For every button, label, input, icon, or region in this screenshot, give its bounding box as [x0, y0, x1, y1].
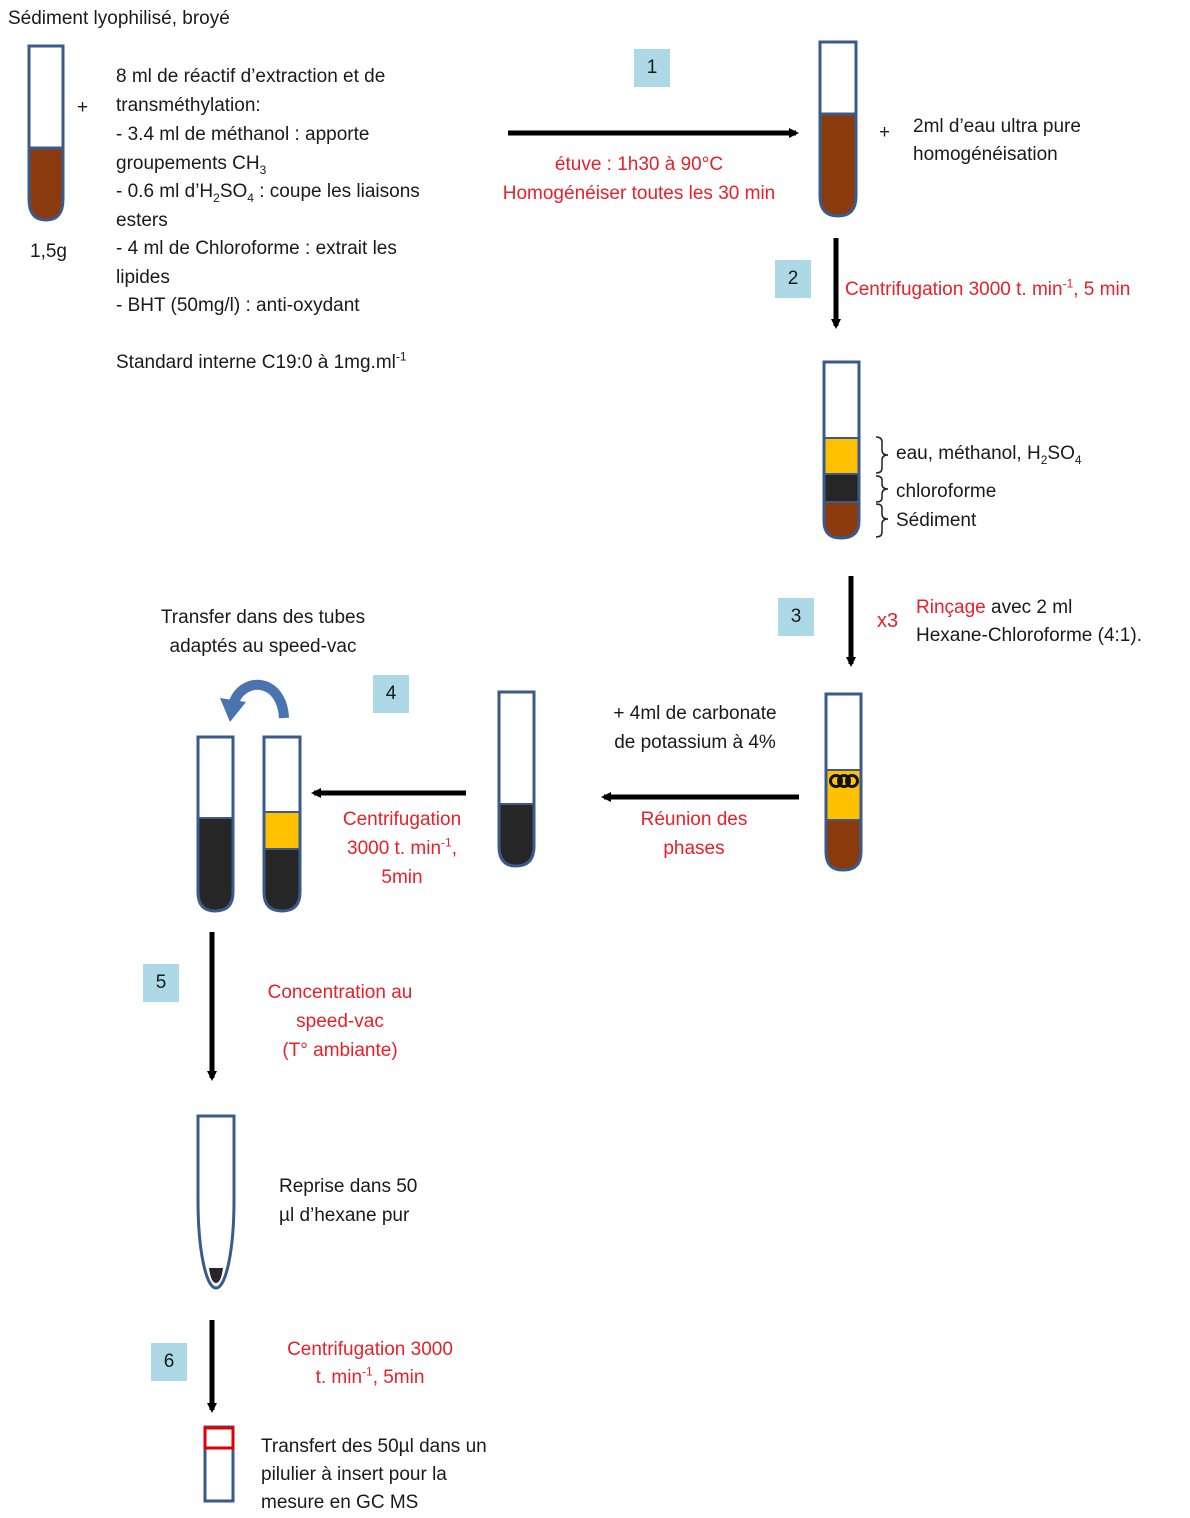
- final-transfer-label: pilulier à insert pour la: [261, 1464, 447, 1485]
- transfer-label: Transfer dans des tubes: [160, 607, 366, 628]
- step-6-condition: Centrifugation 3000: [287, 1339, 453, 1360]
- step-badge-5: 5: [143, 964, 179, 1002]
- sample-mass: 1,5g: [30, 241, 67, 262]
- reagent-line: - 4 ml de Chloroforme : extrait les: [116, 238, 397, 259]
- water-addition: 2ml d’eau ultra pure: [913, 116, 1081, 137]
- step-5-condition: (T° ambiante): [282, 1040, 398, 1061]
- final-transfer-label: Transfert des 50µl dans un: [261, 1436, 487, 1457]
- final-transfer-label: mesure en GC MS: [261, 1492, 419, 1513]
- step-badge-2: 2: [775, 260, 811, 298]
- reagent-line: groupements CH3: [116, 153, 267, 177]
- reagent-line: transméthylation:: [116, 95, 261, 116]
- step-5-condition: Concentration au: [267, 982, 413, 1003]
- step-3-condition: Rinçage avec 2 ml: [916, 597, 1073, 618]
- reprise-label: Reprise dans 50: [279, 1176, 418, 1197]
- reagent-line: - BHT (50mg/l) : anti-oxydant: [116, 295, 360, 316]
- step-2-condition: Centrifugation 3000 t. min-1, 5 min: [845, 276, 1131, 300]
- internal-standard: Standard interne C19:0 à 1mg.ml-1: [116, 349, 407, 373]
- reagent-line: - 3.4 ml de méthanol : apporte: [116, 124, 370, 145]
- layer-braces: [875, 436, 889, 538]
- carbonate-addition: de potassium à 4%: [614, 732, 776, 753]
- step-badge-1: 1: [634, 49, 670, 87]
- centrifugation-4-condition: Centrifugation: [342, 809, 462, 830]
- reprise-label: µl d’hexane pur: [279, 1205, 410, 1226]
- step-3-condition: Hexane-Chloroforme (4:1).: [916, 625, 1142, 646]
- reagent-line: 8 ml de réactif d’extraction et de: [116, 66, 386, 87]
- step-6-condition: t. min-1, 5min: [315, 1364, 425, 1388]
- centrifugation-4-condition: 5min: [381, 867, 423, 888]
- tube-after-etuve: [818, 40, 858, 218]
- step-5-condition: speed-vac: [296, 1011, 384, 1032]
- layer-label-aqueous: eau, méthanol, H2SO4: [896, 443, 1082, 467]
- transfer-label: adaptés au speed-vac: [169, 636, 357, 657]
- centrifugation-4-condition: 3000 t. min-1,: [347, 835, 457, 859]
- diagram-title: Sédiment lyophilisé, broyé: [8, 8, 230, 29]
- tube-after-rinse: [824, 692, 863, 872]
- tube-speed-vac: [196, 735, 235, 913]
- tube-three-layers: [822, 360, 861, 540]
- tube-initial: [27, 44, 65, 222]
- reunion-condition: phases: [663, 838, 725, 859]
- step-badge-4: 4: [373, 675, 409, 713]
- step-badge-6: 6: [151, 1343, 187, 1381]
- tube-two-layers: [262, 735, 302, 913]
- tube-pooled-phase: [497, 690, 536, 868]
- gc-ms-vial: [203, 1425, 235, 1503]
- plus-sign: +: [77, 97, 89, 118]
- reagent-line: esters: [116, 210, 168, 231]
- transfer-curved-arrow-icon: [220, 679, 289, 722]
- repeat-count: x3: [877, 610, 899, 632]
- step-1-condition: Homogénéiser toutes les 30 min: [502, 183, 776, 204]
- step-1-condition: étuve : 1h30 à 90°C: [554, 154, 724, 175]
- tube-conical: [196, 1114, 236, 1290]
- water-addition: homogénéisation: [913, 144, 1058, 165]
- step-badge-3: 3: [778, 598, 814, 636]
- reunion-condition: Réunion des: [640, 809, 748, 830]
- plus-sign: +: [879, 122, 891, 143]
- carbonate-addition: + 4ml de carbonate: [613, 703, 777, 724]
- reagent-line: lipides: [116, 267, 170, 288]
- reagent-line: - 0.6 ml d’H2SO4 : coupe les liaisons: [116, 181, 420, 205]
- layer-label-sediment: Sédiment: [896, 510, 977, 531]
- layer-label-chloroform: chloroforme: [896, 481, 997, 502]
